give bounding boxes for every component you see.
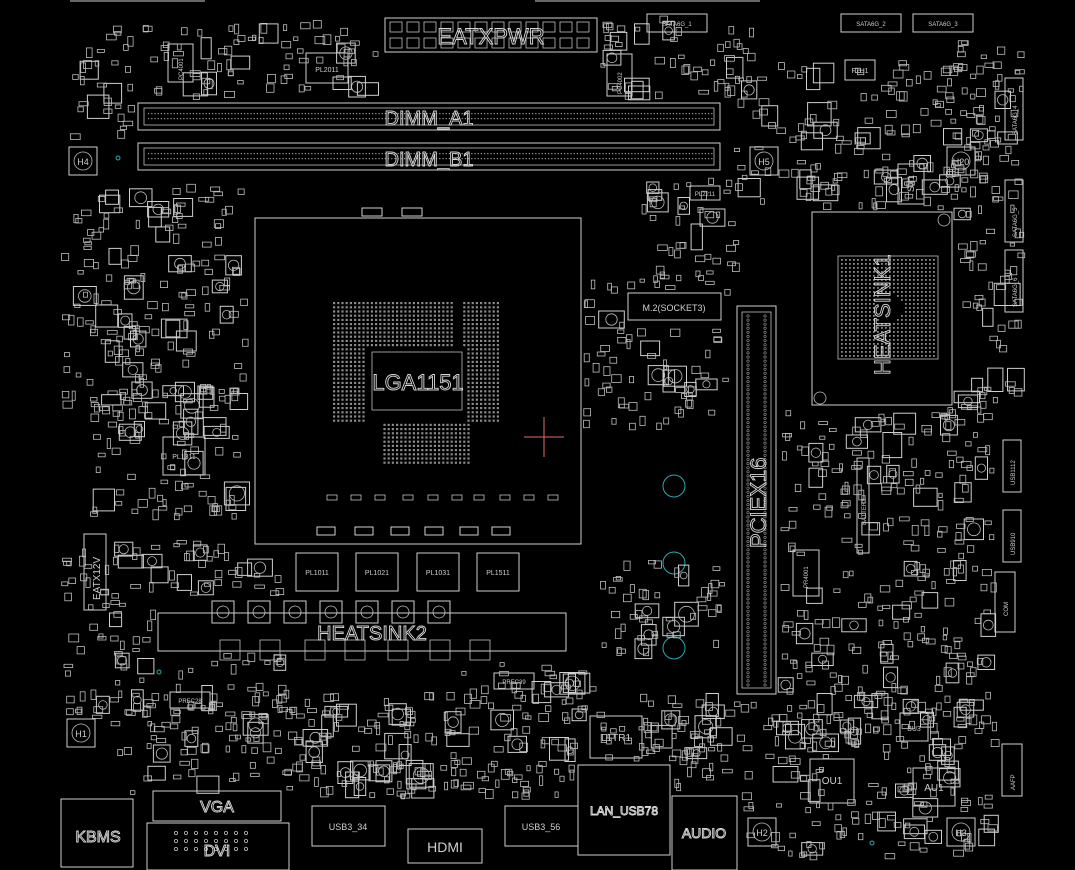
sata-header-4: SATA6G_4 [1004,77,1024,141]
smd-components [61,15,1026,861]
pl1511: PL1511 [476,552,520,592]
svg-text:DVI: DVI [204,843,231,860]
pl1311: PL1311 [162,436,206,476]
pl2211: PL2211 [689,185,721,201]
pl1021: PL1021 [355,552,399,592]
svg-text:USB3_56: USB3_56 [522,822,561,832]
hdmi-port: HDMI [407,828,483,864]
svg-text:AUDIO: AUDIO [682,825,726,841]
svg-text:USB910: USB910 [1011,532,1017,555]
svg-text:SATA6G_2: SATA6G_2 [856,22,886,28]
pl1011: PL1011 [295,552,339,592]
l1tr1: L1TR1 [589,715,643,759]
svg-text:PL1021: PL1021 [365,570,389,577]
aafp-header: AAFP [1001,743,1023,797]
svg-text:PL1311: PL1311 [172,454,196,461]
svg-text:AAFP: AAFP [1011,774,1017,790]
usb1112-header: USB1112 [1002,439,1022,493]
pciex16-slot: PCIEX16 [736,305,777,695]
vga-port: VGA [152,790,282,822]
svg-text:OU1: OU1 [822,776,843,787]
svg-text:SATA6G_3: SATA6G_3 [928,22,958,28]
svg-text:PL1011: PL1011 [305,570,329,577]
pl1031: PL1031 [416,552,460,592]
mounting-hole-h4: H4 [68,146,98,176]
dimm-b1-slot: DIMM_B1 [137,142,721,171]
cyan-vias [115,155,875,846]
dimm-b1-label: DIMM_B1 [385,149,474,171]
svg-text:H2: H2 [756,828,768,838]
svg-text:PC4001: PC4001 [179,58,185,80]
svg-text:HDMI: HDMI [427,839,463,855]
svg-text:PR4001: PR4001 [804,566,810,588]
svg-text:KBMS: KBMS [75,829,120,846]
svg-text:H1: H1 [75,729,87,739]
eatxpwr-label: EATXPWR [437,24,544,49]
mounting-hole-h1: H1 [66,718,96,748]
svg-text:USB1112: USB1112 [1011,460,1017,485]
svg-text:SATA6G_5: SATA6G_5 [1013,207,1019,237]
svg-text:L1TR1: L1TR1 [601,733,631,744]
cpu-socket: LGA1151 [254,207,582,545]
svg-text:PL1511: PL1511 [486,570,510,577]
battery-holder: BATTERY [856,457,870,554]
sata-header-6: SATA6G_6 [1004,249,1024,313]
svg-text:SATA6G_1: SATA6G_1 [662,22,692,28]
svg-text:SATA6G_6: SATA6G_6 [1013,277,1019,307]
svg-text:PL1031: PL1031 [426,570,450,577]
eatxpwr-connector: EATXPWR [384,17,598,53]
svg-text:F1U1: F1U1 [851,68,868,75]
svg-text:VGA: VGA [200,799,234,816]
svg-text:LAN_USB78: LAN_USB78 [590,804,658,818]
dimm-a1-label: DIMM_A1 [385,108,474,130]
lan-usb-port: LAN_USB78 [577,764,671,856]
dvi-port: DVI [146,822,290,870]
f1u1: F1U1 [844,59,876,81]
com-header: COM [994,571,1016,633]
svg-text:H5: H5 [758,157,770,167]
mounting-hole-h5: H5 [749,146,779,176]
mounting-hole-h3: H3 [946,817,976,847]
dimm-a1-slot: DIMM_A1 [137,102,721,131]
sata-header-1: SATA6G_1 [646,13,708,33]
svg-text:PREC39: PREC39 [502,680,526,686]
svg-text:BU3: BU3 [907,726,921,733]
svg-text:BATTERY: BATTERY [862,498,868,525]
svg-text:SX1: SX1 [906,175,916,192]
pc4002: PC4002 [606,53,633,97]
sata-header-3: SATA6G_3 [912,13,974,33]
mounting-hole-h2: H2 [747,817,777,847]
svg-text:PC4002: PC4002 [618,72,624,94]
eatx12v-connector: EATX12V [83,533,107,611]
m2-label: M.2(SOCKET3) [642,303,705,313]
cpu-socket-label: LGA1151 [372,370,463,395]
svg-text:COM: COM [1004,602,1010,616]
svg-text:PL2211: PL2211 [695,192,716,198]
pr4001: PR4001 [792,549,820,597]
svg-text:AU1: AU1 [924,783,944,794]
pch-heatsink-label: HEATSINK1 [870,254,895,375]
svg-text:SATA6G_4: SATA6G_4 [1013,105,1019,135]
svg-text:H20: H20 [953,157,970,167]
svg-text:H3: H3 [955,828,967,838]
usb3-56-port: USB3_56 [504,805,579,847]
svg-text:EATX12V: EATX12V [92,557,103,600]
pciex16-label: PCIEX16 [746,458,771,549]
sata-header-5: SATA6G_5 [1004,179,1024,243]
m2-socket: M.2(SOCKET3) [627,292,722,321]
audio-port: AUDIO [671,795,738,870]
usb910-header: USB910 [1002,509,1022,563]
vrm-heatsink: HEATSINK2 [157,600,567,661]
pch-heatsink: HEATSINK1 [811,211,953,406]
svg-text:PL2011: PL2011 [315,67,339,74]
usb3-34-port: USB3_34 [311,805,386,847]
svg-text:H4: H4 [77,157,89,167]
pl2011: PL2011 [305,52,349,84]
kbms-port: KBMS [60,798,134,868]
vrm-heatsink-label: HEATSINK2 [317,623,427,645]
sata-header-2: SATA6G_2 [840,13,902,33]
svg-text:USB3_34: USB3_34 [329,822,368,832]
